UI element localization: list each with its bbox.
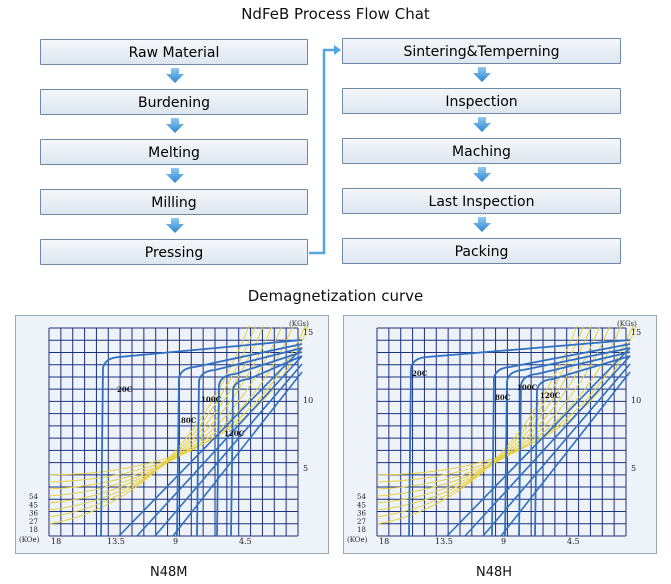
step-last-inspection: Last Inspection: [342, 188, 621, 214]
step-raw-material: Raw Material: [40, 39, 308, 65]
temperature-label: 100C: [517, 383, 538, 392]
temperature-label: 100C: [201, 395, 222, 404]
down-arrow-icon: [166, 218, 184, 233]
bh-tick-label: 18: [29, 526, 38, 534]
temperature-label: 20C: [412, 369, 428, 378]
load-line: [118, 347, 303, 537]
demag-curve: [408, 339, 631, 537]
flow-arrows: [166, 45, 491, 255]
y-tick-label: 10: [303, 396, 313, 405]
x-tick-label: 9: [173, 537, 178, 546]
demag-curve: [518, 351, 631, 537]
y-unit-label: (KGs): [617, 320, 637, 328]
flow-chart-title: NdFeB Process Flow Chat: [241, 5, 430, 23]
temperature-label: 20C: [117, 385, 133, 394]
step-melting: Melting: [40, 139, 308, 165]
load-line: [172, 371, 303, 537]
connector-arrow: [309, 48, 334, 255]
bh-curve: [48, 325, 250, 525]
demag-curve: [534, 355, 631, 537]
y-tick-label: 15: [303, 328, 313, 337]
bh-tick-label: 36: [357, 510, 366, 518]
x-unit-label: (KOe): [19, 536, 40, 544]
step-maching: Maching: [342, 138, 621, 164]
x-tick-label: 13.5: [435, 537, 453, 546]
x-tick-label: 9: [501, 537, 506, 546]
step-milling: Milling: [40, 189, 308, 215]
bh-tick-label: 27: [29, 518, 38, 526]
chart-n48m: 20C 80C 100C 120C 15 10 5 (KGs) (KOe) 18 13.5 9 4.5 5…: [19, 320, 313, 546]
y-unit-label: (KGs): [289, 320, 309, 328]
y-tick-label: 15: [631, 328, 641, 337]
demag-curve: [491, 343, 631, 537]
bh-curve: [376, 325, 634, 483]
bh-curve: [376, 325, 585, 518]
x-tick-label: 18: [51, 537, 61, 546]
x-tick-label: 4.5: [567, 537, 580, 546]
bh-tick-label: 27: [357, 518, 366, 526]
bh-tick-label: 45: [29, 501, 38, 509]
demag-curve: [216, 351, 303, 537]
right-arrow-icon: [334, 45, 341, 55]
load-line: [500, 371, 631, 537]
demag-curve-title: Demagnetization curve: [247, 287, 424, 305]
bh-tick-label: 54: [357, 493, 366, 501]
y-tick-label: 10: [631, 396, 641, 405]
load-line: [136, 355, 303, 537]
chart-n48m-frame: 20C 80C 100C 120C 15 10 5 (KGs) (KOe) 18 13.5 9 4.5 5…: [15, 315, 329, 554]
bh-tick-label: 36: [29, 510, 38, 518]
x-tick-label: 18: [379, 537, 389, 546]
temperature-label: 80C: [495, 393, 511, 402]
load-line: [482, 363, 631, 537]
step-pressing: Pressing: [40, 239, 308, 265]
temperature-label: 80C: [181, 416, 197, 425]
load-line: [464, 355, 631, 537]
load-line: [446, 347, 631, 537]
x-tick-label: 13.5: [107, 537, 125, 546]
step-burdening: Burdening: [40, 89, 308, 115]
down-arrow-icon: [166, 168, 184, 183]
demag-curve: [176, 343, 303, 537]
temperature-label: 120C: [224, 429, 245, 438]
bh-tick-label: 18: [357, 526, 366, 534]
down-arrow-icon: [473, 117, 491, 132]
bh-curve: [48, 325, 306, 483]
chart-label-n48m: N48M: [150, 565, 188, 580]
y-tick-label: 5: [303, 464, 308, 473]
bh-curve: [376, 325, 611, 497]
bh-curve: [48, 325, 273, 504]
chart-label-n48h: N48H: [476, 565, 513, 580]
bh-tick-label: 45: [357, 501, 366, 509]
demag-curve: [196, 347, 303, 537]
down-arrow-icon: [166, 118, 184, 133]
x-unit-label: (KOe): [347, 536, 368, 544]
bh-curve: [48, 325, 257, 518]
load-line: [154, 363, 303, 537]
down-arrow-icon: [473, 167, 491, 182]
temperature-label: 120C: [540, 391, 561, 400]
down-arrow-icon: [166, 68, 184, 83]
step-inspection: Inspection: [342, 88, 621, 114]
bh-tick-label: 54: [29, 493, 38, 501]
down-arrow-icon: [473, 217, 491, 232]
demag-curve: [100, 339, 303, 537]
step-packing: Packing: [342, 238, 621, 264]
demag-curve: [230, 355, 303, 537]
bh-curve: [376, 325, 601, 504]
bh-curve: [376, 325, 578, 525]
demag-curve: [504, 347, 631, 537]
step-sintering-tempering: Sintering&Temperning: [342, 38, 621, 64]
down-arrow-icon: [473, 67, 491, 82]
x-tick-label: 4.5: [239, 537, 252, 546]
y-tick-label: 5: [631, 464, 636, 473]
